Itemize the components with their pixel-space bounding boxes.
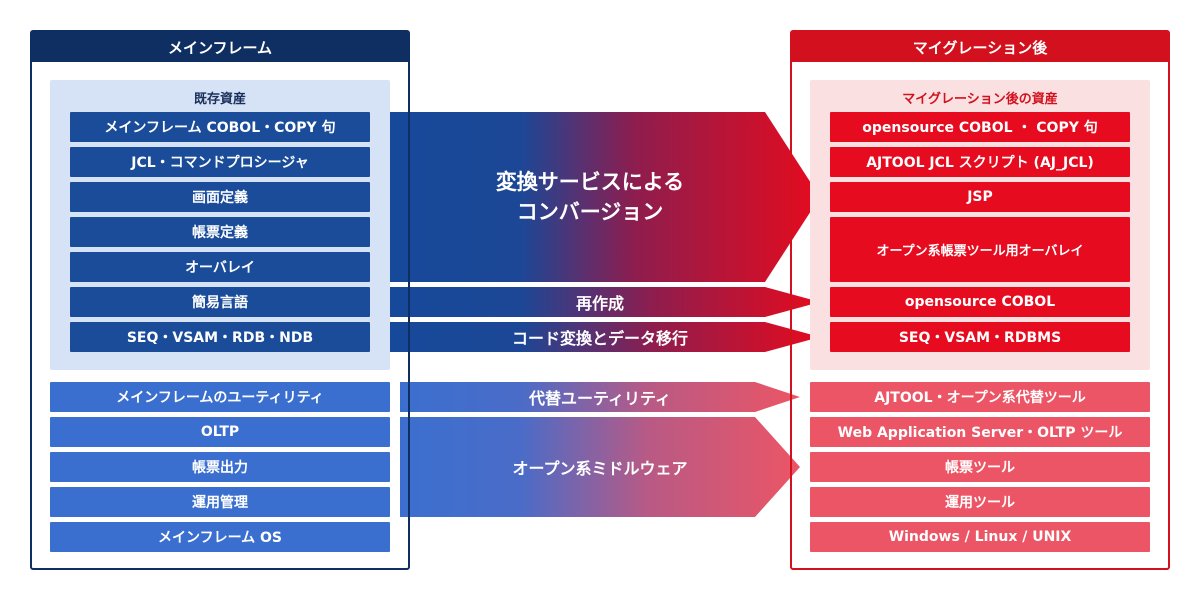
asset-cobol: メインフレーム COBOL・COPY 句 — [70, 112, 370, 142]
asset-overlay: オーバレイ — [70, 252, 370, 282]
migrated-cobol-copy: opensource COBOL ・ COPY 句 — [830, 112, 1130, 142]
mainframe-operations: 運用管理 — [50, 487, 390, 517]
mainframe-form-output: 帳票出力 — [50, 452, 390, 482]
rebuild-arrow — [380, 287, 820, 317]
target-os: Windows / Linux / UNIX — [810, 522, 1150, 552]
code-data-arrow — [380, 322, 820, 352]
utility-arrow — [400, 382, 800, 412]
migration-panel: マイグレーション後 — [790, 30, 1170, 570]
asset-screen-def: 画面定義 — [70, 182, 370, 212]
asset-data: SEQ・VSAM・RDB・NDB — [70, 322, 370, 352]
migrated-assets-title: マイグレーション後の資産 — [902, 92, 1058, 107]
mainframe-os: メインフレーム OS — [50, 522, 390, 552]
migrated-overlay: オープン系帳票ツール用オーバレイ — [830, 217, 1130, 282]
replacement-tools: AJTOOL・オープン系代替ツール — [810, 382, 1150, 412]
migrated-data: SEQ・VSAM・RDBMS — [830, 322, 1130, 352]
mainframe-panel: メインフレーム — [30, 30, 410, 570]
mainframe-utility: メインフレームのユーティリティ — [50, 382, 390, 412]
mainframe-oltp: OLTP — [50, 417, 390, 447]
form-tools: 帳票ツール — [810, 452, 1150, 482]
migration-panel-title: マイグレーション後 — [792, 32, 1168, 62]
migrated-aj-jcl: AJTOOL JCL スクリプト (AJ_JCL) — [830, 147, 1130, 177]
migrated-jsp: JSP — [830, 182, 1130, 212]
conversion-arrow — [380, 112, 820, 282]
middleware-arrow — [400, 417, 800, 517]
existing-assets-title: 既存資産 — [193, 92, 246, 107]
asset-jcl: JCL・コマンドプロシージャ — [70, 147, 370, 177]
asset-simple-language: 簡易言語 — [70, 287, 370, 317]
mainframe-panel-title: メインフレーム — [32, 32, 408, 62]
was-oltp-tools: Web Application Server・OLTP ツール — [810, 417, 1150, 447]
operation-tools: 運用ツール — [810, 487, 1150, 517]
asset-form-def: 帳票定義 — [70, 217, 370, 247]
migrated-cobol: opensource COBOL — [830, 287, 1130, 317]
